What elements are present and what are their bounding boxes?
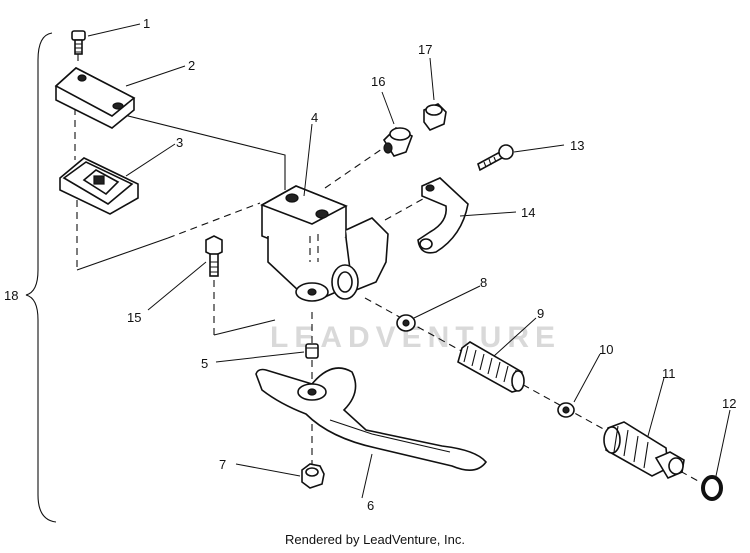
callout-11: 11 (662, 366, 676, 381)
callout-17: 17 (418, 42, 432, 57)
part-1-screw (71, 30, 86, 55)
callout-2: 2 (188, 58, 195, 73)
callout-3: 3 (176, 135, 183, 150)
part-8-washer (396, 314, 416, 332)
callout-4: 4 (311, 110, 318, 125)
part-14-clamp (417, 177, 469, 254)
callout-12: 12 (722, 396, 736, 411)
part-17-cap (423, 103, 447, 131)
callout-8: 8 (480, 275, 487, 290)
callout-18: 18 (4, 288, 18, 303)
part-2-reservoir-cap (54, 67, 136, 129)
leader-lines (87, 23, 731, 499)
part-10-washer (557, 402, 575, 418)
callout-10: 10 (599, 342, 613, 357)
callout-14: 14 (521, 205, 535, 220)
callout-6: 6 (367, 498, 374, 513)
part-16-bleeder-fitting (382, 127, 414, 157)
part-6-brake-lever (255, 367, 488, 471)
callout-5: 5 (201, 356, 208, 371)
footer-credit: Rendered by LeadVenture, Inc. (285, 532, 465, 547)
part-4-master-cylinder (260, 185, 389, 302)
part-5-bushing (305, 343, 319, 359)
callout-13: 13 (570, 138, 584, 153)
callout-9: 9 (537, 306, 544, 321)
callout-1: 1 (143, 16, 150, 31)
callout-15: 15 (127, 310, 141, 325)
callout-16: 16 (371, 74, 385, 89)
part-7-nut (301, 463, 325, 489)
part-15-bolt (205, 235, 223, 277)
part-12-o-ring (701, 475, 723, 501)
part-3-diaphragm (59, 157, 139, 215)
part-13-screw (477, 144, 514, 172)
part-9-spring (457, 341, 525, 393)
part-11-piston (603, 421, 685, 480)
callout-7: 7 (219, 457, 226, 472)
assembly-bracket (25, 32, 57, 523)
